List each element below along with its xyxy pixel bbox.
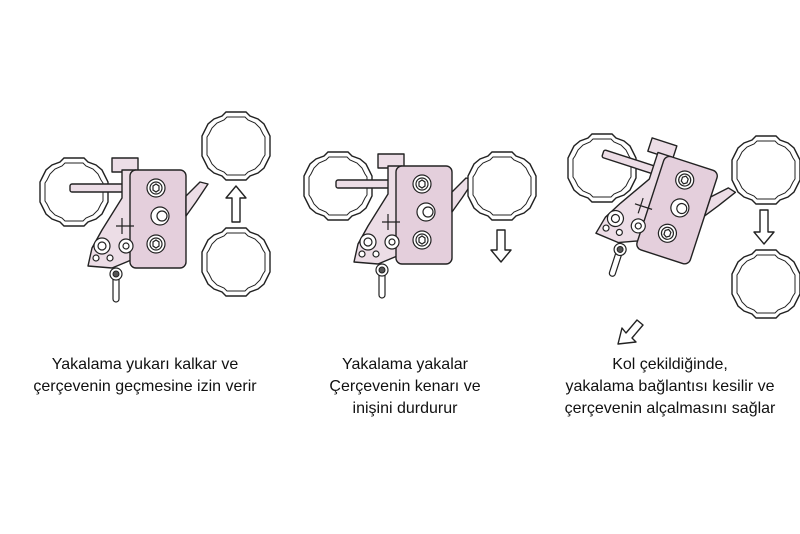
caption-line: inişini durdurur <box>352 400 458 417</box>
caption-line: çerçevenin alçalmasını sağlar <box>564 400 776 417</box>
caption-line: Yakalama yakalar <box>342 356 468 373</box>
caption-line: yakalama bağlantısı kesilir ve <box>565 378 775 395</box>
caption-line: çerçevenin geçmesine izin verir <box>33 378 257 395</box>
caption-line: Çerçevenin kenarı ve <box>329 378 481 395</box>
frame-ring-lower-1 <box>201 227 271 297</box>
frame-ring-lower-3 <box>731 249 800 319</box>
down-arrow-icon <box>753 209 775 245</box>
frame-ring-upper-1 <box>201 111 271 181</box>
frame-ring-left-3 <box>567 133 637 203</box>
caption-panel-2: Yakalama yakalar Çerçevenin kenarı ve in… <box>280 354 530 420</box>
caption-line: Kol çekildiğinde, <box>612 356 728 373</box>
down-left-arrow-icon <box>617 319 644 345</box>
panel-2-diagram <box>303 151 537 298</box>
caption-panel-1: Yakalama yukarı kalkar ve çerçevenin geç… <box>0 354 290 398</box>
caption-line: Yakalama yukarı kalkar ve <box>51 356 239 373</box>
panel-3-diagram <box>567 125 800 345</box>
up-arrow-icon <box>225 185 247 223</box>
caption-panel-3: Kol çekildiğinde, yakalama bağlantısı ke… <box>540 354 800 420</box>
down-arrow-icon <box>490 229 512 263</box>
panel-1-diagram <box>39 111 271 302</box>
frame-ring-right-2 <box>467 151 537 221</box>
frame-ring-upper-3 <box>731 135 800 205</box>
